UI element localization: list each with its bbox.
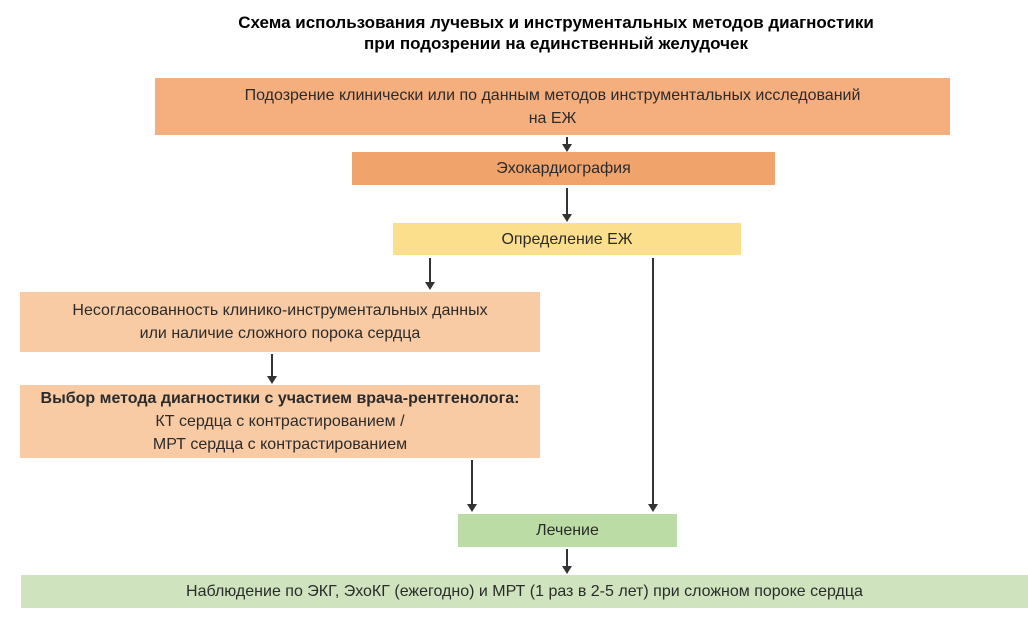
diagram-title-line1: Схема использования лучевых и инструмент… [238,13,874,32]
node-echocardiography: Эхокардиография [352,152,775,185]
diagram-title-line2: при подозрении на единственный желудочек [364,34,748,53]
node-method-choice-option-ct: КТ сердца с контрастированием / [155,413,405,430]
node-observation: Наблюдение по ЭКГ, ЭхоКГ (ежегодно) и МР… [21,575,1028,608]
node-data-mismatch-line1: Несогласованность клинико-инструментальн… [72,302,488,319]
node-treatment: Лечение [458,514,677,547]
node-suspicion: Подозрение клинически или по данным мето… [155,78,950,135]
node-observation-label: Наблюдение по ЭКГ, ЭхоКГ (ежегодно) и МР… [186,583,863,600]
arrow-mismatch-to-method-choice [267,354,277,384]
node-suspicion-line1: Подозрение клинически или по данным мето… [244,86,861,104]
node-ventricle-definition: Определение ЕЖ [393,223,741,255]
arrow-echo-to-definition [562,188,572,222]
node-method-choice: Выбор метода диагностики с участием врач… [20,385,540,458]
arrow-treatment-to-observation [562,549,572,574]
node-echocardiography-label: Эхокардиография [496,160,631,177]
node-method-choice-heading: Выбор метода диагностики с участием врач… [40,390,520,407]
node-ventricle-definition-label: Определение ЕЖ [501,230,633,248]
arrow-method-choice-to-treatment [467,460,477,512]
arrow-definition-to-mismatch [425,258,435,290]
node-data-mismatch-line2: или наличие сложного порока сердца [139,325,421,342]
node-treatment-label: Лечение [536,522,599,539]
node-method-choice-option-mri: МРТ сердца с контрастированием [152,436,408,453]
node-suspicion-line2: на ЕЖ [528,109,577,127]
arrow-definition-to-treatment [648,258,658,512]
arrow-suspicion-to-echo [562,137,572,152]
diagram-title: Схема использования лучевых и инструмент… [84,12,1028,54]
node-data-mismatch: Несогласованность клинико-инструментальн… [20,292,540,352]
